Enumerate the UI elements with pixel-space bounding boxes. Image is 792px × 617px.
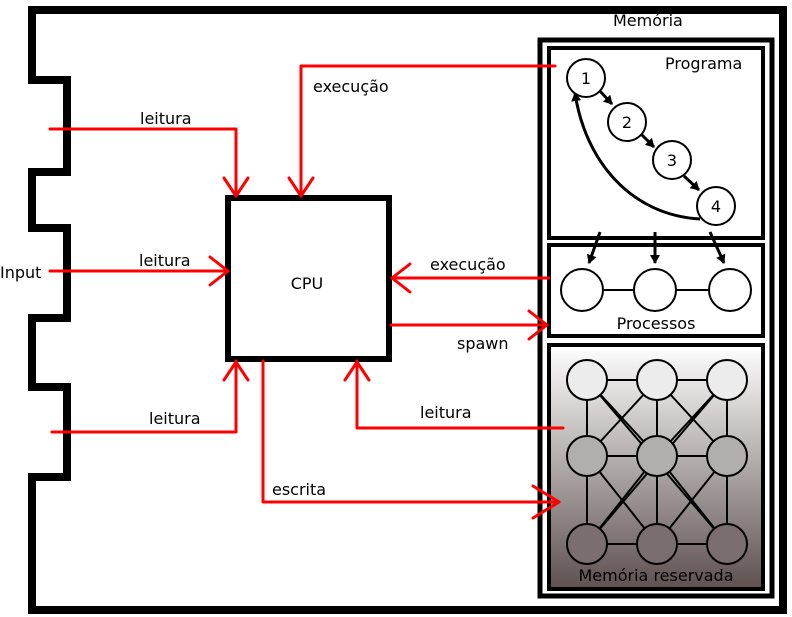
read-arrow-top xyxy=(48,127,238,198)
program-to-process-arrows xyxy=(586,231,726,264)
process-node-1 xyxy=(560,268,604,312)
label-execucao-top: execução xyxy=(313,77,389,96)
cpu-box xyxy=(225,195,392,362)
label-input: Input xyxy=(0,263,41,282)
read-arrow-bottom xyxy=(50,359,238,434)
label-spawn: spawn xyxy=(457,334,509,353)
reserved-node xyxy=(706,359,748,401)
label-leitura-reserved: leitura xyxy=(420,403,472,422)
reserved-memory-title: Memória reservada xyxy=(579,566,734,585)
program-node-3: 3 xyxy=(652,140,692,180)
program-title: Programa xyxy=(665,54,742,73)
process-node-3 xyxy=(708,268,752,312)
svg-text:2: 2 xyxy=(622,113,632,132)
processes-box xyxy=(547,243,765,338)
reserved-node xyxy=(636,435,678,477)
cpu-label: CPU xyxy=(291,274,324,293)
data-flow-arrows xyxy=(48,64,565,520)
reserved-node xyxy=(566,435,608,477)
svg-text:3: 3 xyxy=(667,151,677,170)
reserved-node xyxy=(566,523,608,565)
computer-outline xyxy=(28,6,787,614)
reserved-node xyxy=(706,523,748,565)
read-arrow-reserved xyxy=(355,359,565,430)
reserved-node xyxy=(636,359,678,401)
program-node-1: 1 xyxy=(566,58,606,98)
label-leitura-bottom: leitura xyxy=(149,409,201,428)
program-node-4: 4 xyxy=(696,186,736,226)
reserved-node xyxy=(706,435,748,477)
label-leitura-mid: leitura xyxy=(139,251,191,270)
label-escrita: escrita xyxy=(272,480,326,499)
label-leitura-top: leitura xyxy=(140,109,192,128)
svg-text:1: 1 xyxy=(581,69,591,88)
reserved-memory-nodes xyxy=(566,359,748,565)
processes-title: Processos xyxy=(617,314,696,333)
label-execucao-mid: execução xyxy=(430,255,506,274)
reserved-node xyxy=(636,523,678,565)
program-node-2: 2 xyxy=(607,102,647,142)
execution-arrow-top xyxy=(299,64,557,198)
write-arrow xyxy=(261,359,561,504)
svg-text:4: 4 xyxy=(711,197,721,216)
program-edges xyxy=(571,88,701,221)
reserved-node xyxy=(566,359,608,401)
memory-title: Memória xyxy=(613,11,683,30)
process-node-2 xyxy=(633,268,677,312)
